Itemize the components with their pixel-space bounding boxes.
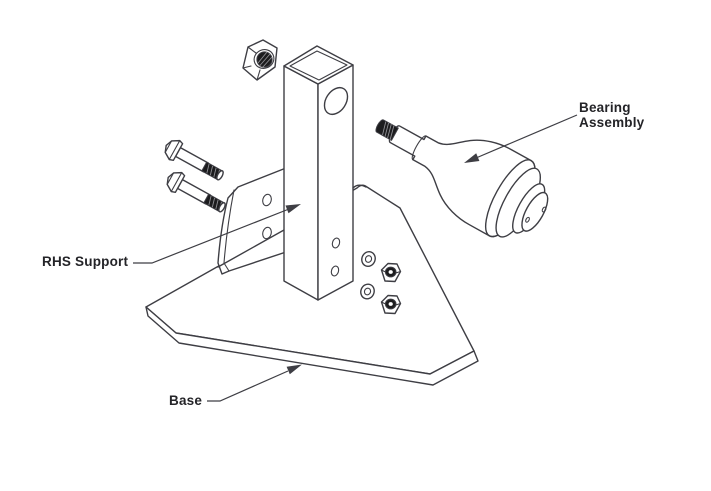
base-plate-edge-thickness <box>145 306 479 386</box>
bearing-leader-line <box>475 114 578 159</box>
bolt <box>164 139 224 181</box>
post-top-face <box>283 45 354 85</box>
post-top-inner-wall <box>289 50 348 81</box>
bolt-tip <box>218 202 226 213</box>
bearing-arrowhead <box>464 153 480 163</box>
bearing-assembly <box>375 119 549 238</box>
annotations <box>133 114 578 402</box>
post-left-face <box>283 65 319 301</box>
rhs-post <box>283 45 354 301</box>
bearing-face-hole <box>541 206 547 213</box>
rhs-arrowhead <box>285 204 301 214</box>
rhs-leader-line <box>133 208 290 264</box>
bolt <box>166 171 226 213</box>
post-bolt-hole <box>331 237 341 249</box>
lock-nut <box>380 294 402 315</box>
bearing-face-hole <box>525 216 530 223</box>
base-plate-back-edge <box>217 229 285 268</box>
hex-nut <box>242 39 278 81</box>
bearing-assembly-label: Bearing Assembly <box>579 100 644 130</box>
washer <box>360 283 375 300</box>
bearing-assembly-label-line2: Assembly <box>579 115 645 130</box>
shaft-step-arc <box>411 135 427 161</box>
washer <box>361 251 376 267</box>
post-top-hole <box>323 86 349 116</box>
bolt-tip <box>216 170 224 181</box>
base-arrowhead <box>286 364 302 375</box>
base-plate-apex-edge <box>352 184 367 189</box>
bearing-assembly-label-line1: Bearing <box>579 100 631 115</box>
gusset-hole <box>262 226 272 240</box>
thread-hatch <box>382 121 395 140</box>
base-label: Base <box>169 393 203 408</box>
rhs-support-label: RHS Support <box>42 254 129 269</box>
post-bolt-hole <box>330 265 340 277</box>
lock-nut <box>380 262 402 283</box>
base-leader-line <box>207 370 289 402</box>
gusset-plate <box>217 167 287 275</box>
gusset-hole <box>262 193 272 207</box>
